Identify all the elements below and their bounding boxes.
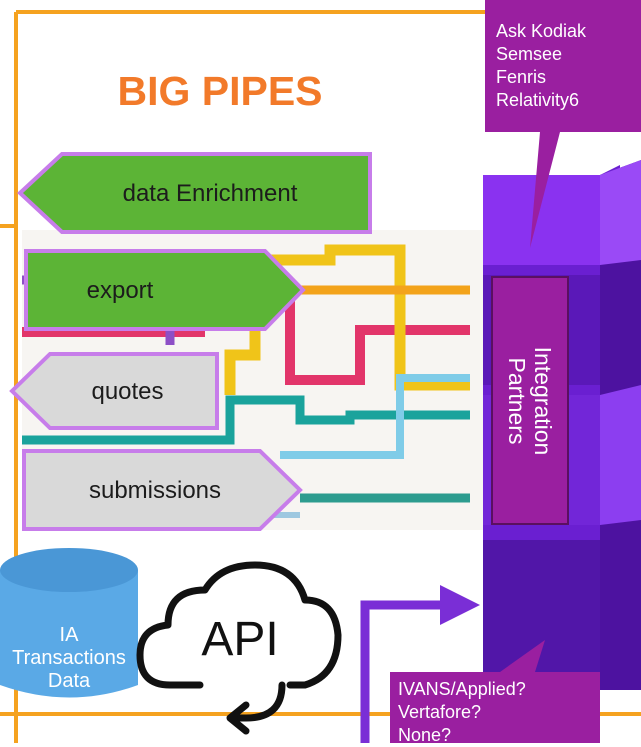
ivans-line-1: IVANS/Applied? (398, 679, 526, 699)
callout-partner-1: Ask Kodiak (496, 21, 587, 41)
database-body (0, 557, 138, 698)
quotes-label: quotes (91, 378, 164, 405)
integration-partners-line-1: Integration (530, 346, 556, 455)
database-top (0, 548, 138, 592)
ask-kodiak-callout-text: Ask Kodiak Semsee Fenris Relativity6 (496, 20, 636, 112)
ivans-line-3: None? (398, 725, 452, 745)
pipe-teal (22, 395, 470, 445)
api-cycle-arrow (228, 681, 286, 722)
diagram-title: BIG PIPES (117, 68, 323, 114)
api-label: API (201, 613, 279, 666)
flow-arrow-quotes (9, 352, 219, 430)
bent-arrow (360, 585, 480, 743)
database-cylinder (0, 548, 138, 698)
quotes-arrow-shape (9, 352, 219, 430)
bent-arrow-head (440, 585, 480, 625)
block-1-side (600, 160, 641, 265)
ivans-line-2: Vertafore? (398, 702, 482, 722)
ask-kodiak-callout-shape (485, 0, 641, 248)
api-cycle-arrowhead (226, 701, 250, 735)
ivans-callout-shape (390, 640, 600, 743)
database-label: IA Transactions Data (0, 624, 138, 693)
submissions-arrow-shape (22, 449, 303, 531)
database-line-3: Data (47, 670, 91, 692)
database-line-2: Transactions (12, 647, 126, 669)
flow-arrow-export (24, 249, 306, 331)
flow-arrow-data-enrichment (17, 152, 372, 234)
integration-partners-box (491, 276, 569, 525)
ivans-callout (390, 640, 600, 743)
block-3-side (600, 385, 641, 525)
api-cloud-icon (136, 561, 342, 735)
block-4 (483, 540, 600, 690)
callout-partner-3: Fenris (496, 67, 547, 87)
api-cloud-outline (136, 561, 342, 689)
data-enrichment-label: data Enrichment (122, 180, 298, 207)
submissions-label: submissions (88, 477, 222, 504)
pipe-yellow (224, 244, 470, 395)
data-enrichment-arrow-shape (17, 152, 372, 234)
integration-partners-label: Integration Partners (485, 277, 575, 524)
bent-arrow-shaft (360, 600, 440, 743)
ask-kodiak-callout (485, 0, 641, 248)
export-arrow-shape (24, 249, 306, 331)
pipe-lightblue (280, 374, 470, 459)
flow-arrow-submissions (22, 449, 303, 531)
database-line-1: IA (59, 624, 79, 646)
callout-partner-2: Semsee (496, 44, 563, 64)
integration-partners-line-2: Partners (504, 357, 530, 444)
callout-partner-4: Relativity6 (496, 90, 580, 110)
export-label: export (86, 277, 154, 304)
ivans-callout-text: IVANS/Applied? Vertafore? None? (398, 678, 608, 747)
